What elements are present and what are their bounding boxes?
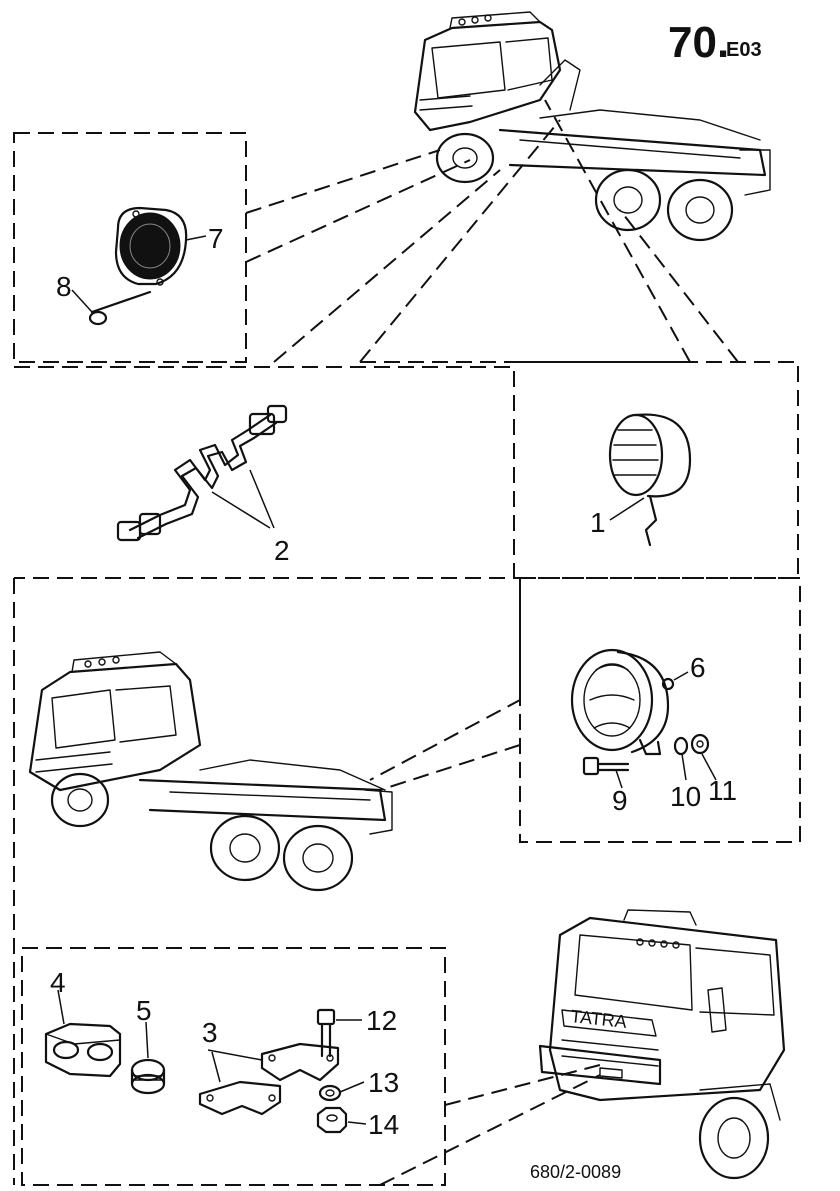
callout-7: 7 — [208, 223, 224, 254]
plug-part-5 — [130, 1058, 166, 1095]
callout-1: 1 — [590, 507, 606, 538]
callout-labels: 1 2 3 4 5 6 7 8 9 10 11 12 13 14 — [50, 223, 737, 1140]
bolt-12 — [316, 1008, 336, 1058]
cab-front-illustration: TATRA — [538, 909, 786, 1180]
callout-11: 11 — [708, 775, 737, 806]
grommet-part-4 — [44, 1022, 122, 1078]
callout-4: 4 — [50, 967, 66, 998]
work-lamp — [608, 413, 692, 547]
callout-10: 10 — [670, 781, 701, 812]
callout-5: 5 — [136, 995, 152, 1026]
callout-2: 2 — [274, 535, 290, 566]
callout-9: 9 — [612, 785, 628, 816]
bracket-part-3 — [198, 1042, 340, 1116]
truck-top-illustration — [413, 11, 771, 242]
callout-8: 8 — [56, 271, 72, 302]
washer-13 — [318, 1084, 342, 1102]
reflector-part — [114, 206, 188, 286]
truck-middle-illustration — [28, 651, 393, 892]
rear-lamp-assembly — [570, 648, 675, 756]
page-header: 70. E03 — [668, 18, 762, 67]
drawing-code: 680/2-0089 — [530, 1162, 621, 1182]
washer-10 — [673, 736, 689, 756]
nut-11 — [690, 733, 710, 755]
callout-3: 3 — [202, 1017, 218, 1048]
page-number: 70. — [668, 18, 729, 67]
bolt-9 — [582, 756, 630, 776]
callout-14: 14 — [368, 1109, 399, 1140]
connector-lines — [245, 99, 739, 1186]
screw-part-8 — [88, 290, 152, 326]
section-code: E03 — [726, 39, 762, 61]
panel-outlines — [13, 132, 801, 1186]
wiring-harness — [116, 404, 288, 542]
callout-6: 6 — [690, 652, 706, 683]
callout-13: 13 — [368, 1067, 399, 1098]
callout-12: 12 — [366, 1005, 397, 1036]
nut-14 — [316, 1106, 348, 1134]
